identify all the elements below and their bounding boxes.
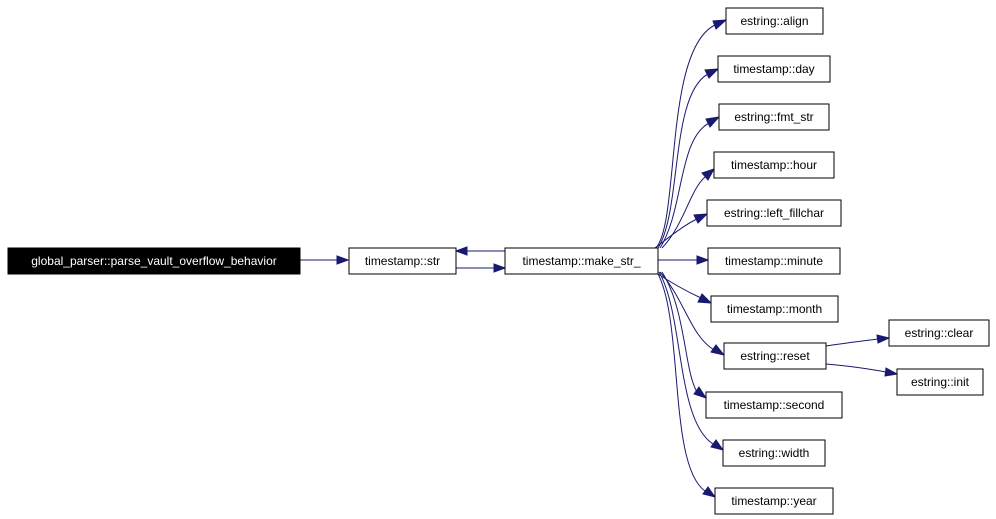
node-label: timestamp::day [733,62,814,76]
arrowhead-icon [710,439,725,451]
arrowhead-icon [701,168,716,181]
node-label: estring::width [739,446,810,460]
arrowhead-icon [693,386,708,399]
node-timestamp-str[interactable]: timestamp::str [348,247,457,275]
arrowhead-icon [712,19,728,30]
edge-make-to-year [656,271,706,492]
edge-make-to-left [654,218,698,249]
node-label: estring::left_fillchar [724,206,824,220]
arrowhead-icon [493,263,507,273]
arrowhead-icon [693,213,709,224]
node-label: estring::fmt_str [734,110,813,124]
node-estring-left-fillchar[interactable]: estring::left_fillchar [706,199,842,227]
edge-make-to-second [661,271,698,393]
node-label: timestamp::str [365,254,440,268]
node-global-parser-parse-vault-overflow-behavior[interactable]: global_parser::parse_vault_overflow_beha… [7,247,301,275]
edge-make-to-align [655,24,716,249]
edge-make-to-month [654,271,702,299]
node-label: estring::init [911,375,970,389]
node-estring-fmt-str[interactable]: estring::fmt_str [718,103,830,131]
arrowhead-icon [702,486,717,498]
edge-reset-to-init [825,363,887,373]
arrowhead-icon [696,255,710,265]
node-estring-width[interactable]: estring::width [722,439,826,467]
node-estring-init[interactable]: estring::init [896,368,984,396]
node-estring-align[interactable]: estring::align [725,7,824,35]
node-timestamp-month[interactable]: timestamp::month [710,295,839,323]
node-timestamp-minute[interactable]: timestamp::minute [707,247,841,275]
node-label: timestamp::hour [731,158,817,172]
graph-edges [300,19,899,498]
node-timestamp-day[interactable]: timestamp::day [717,55,831,83]
arrowhead-icon [710,344,726,356]
node-label: global_parser::parse_vault_overflow_beha… [31,254,276,268]
arrowhead-icon [884,367,899,377]
node-label: timestamp::month [727,302,822,316]
arrowhead-icon [697,293,713,304]
node-timestamp-year[interactable]: timestamp::year [714,487,834,515]
node-label: timestamp::second [724,398,825,412]
edge-make-to-day [657,73,709,249]
node-label: estring::reset [740,349,810,363]
edge-make-to-hour [661,176,706,249]
node-label: estring::align [740,14,808,28]
edge-reset-to-clear [825,338,879,347]
arrowhead-icon [704,68,720,79]
arrowhead-icon [454,246,468,256]
node-label: timestamp::minute [725,254,823,268]
edge-make-to-width [658,271,714,445]
node-timestamp-make-str[interactable]: timestamp::make_str_ [504,247,659,275]
node-label: timestamp::year [731,494,816,508]
node-estring-clear[interactable]: estring::clear [888,319,990,347]
node-label: estring::clear [905,326,974,340]
node-estring-reset[interactable]: estring::reset [723,342,827,370]
arrowhead-icon [336,255,350,265]
node-label: timestamp::make_str_ [522,254,640,268]
edge-make-to-fmt [659,122,710,249]
arrowhead-icon [876,334,891,344]
node-timestamp-second[interactable]: timestamp::second [705,391,843,419]
graph-nodes: global_parser::parse_vault_overflow_beha… [7,7,990,515]
node-timestamp-hour[interactable]: timestamp::hour [713,151,835,179]
arrowhead-icon [705,116,721,128]
